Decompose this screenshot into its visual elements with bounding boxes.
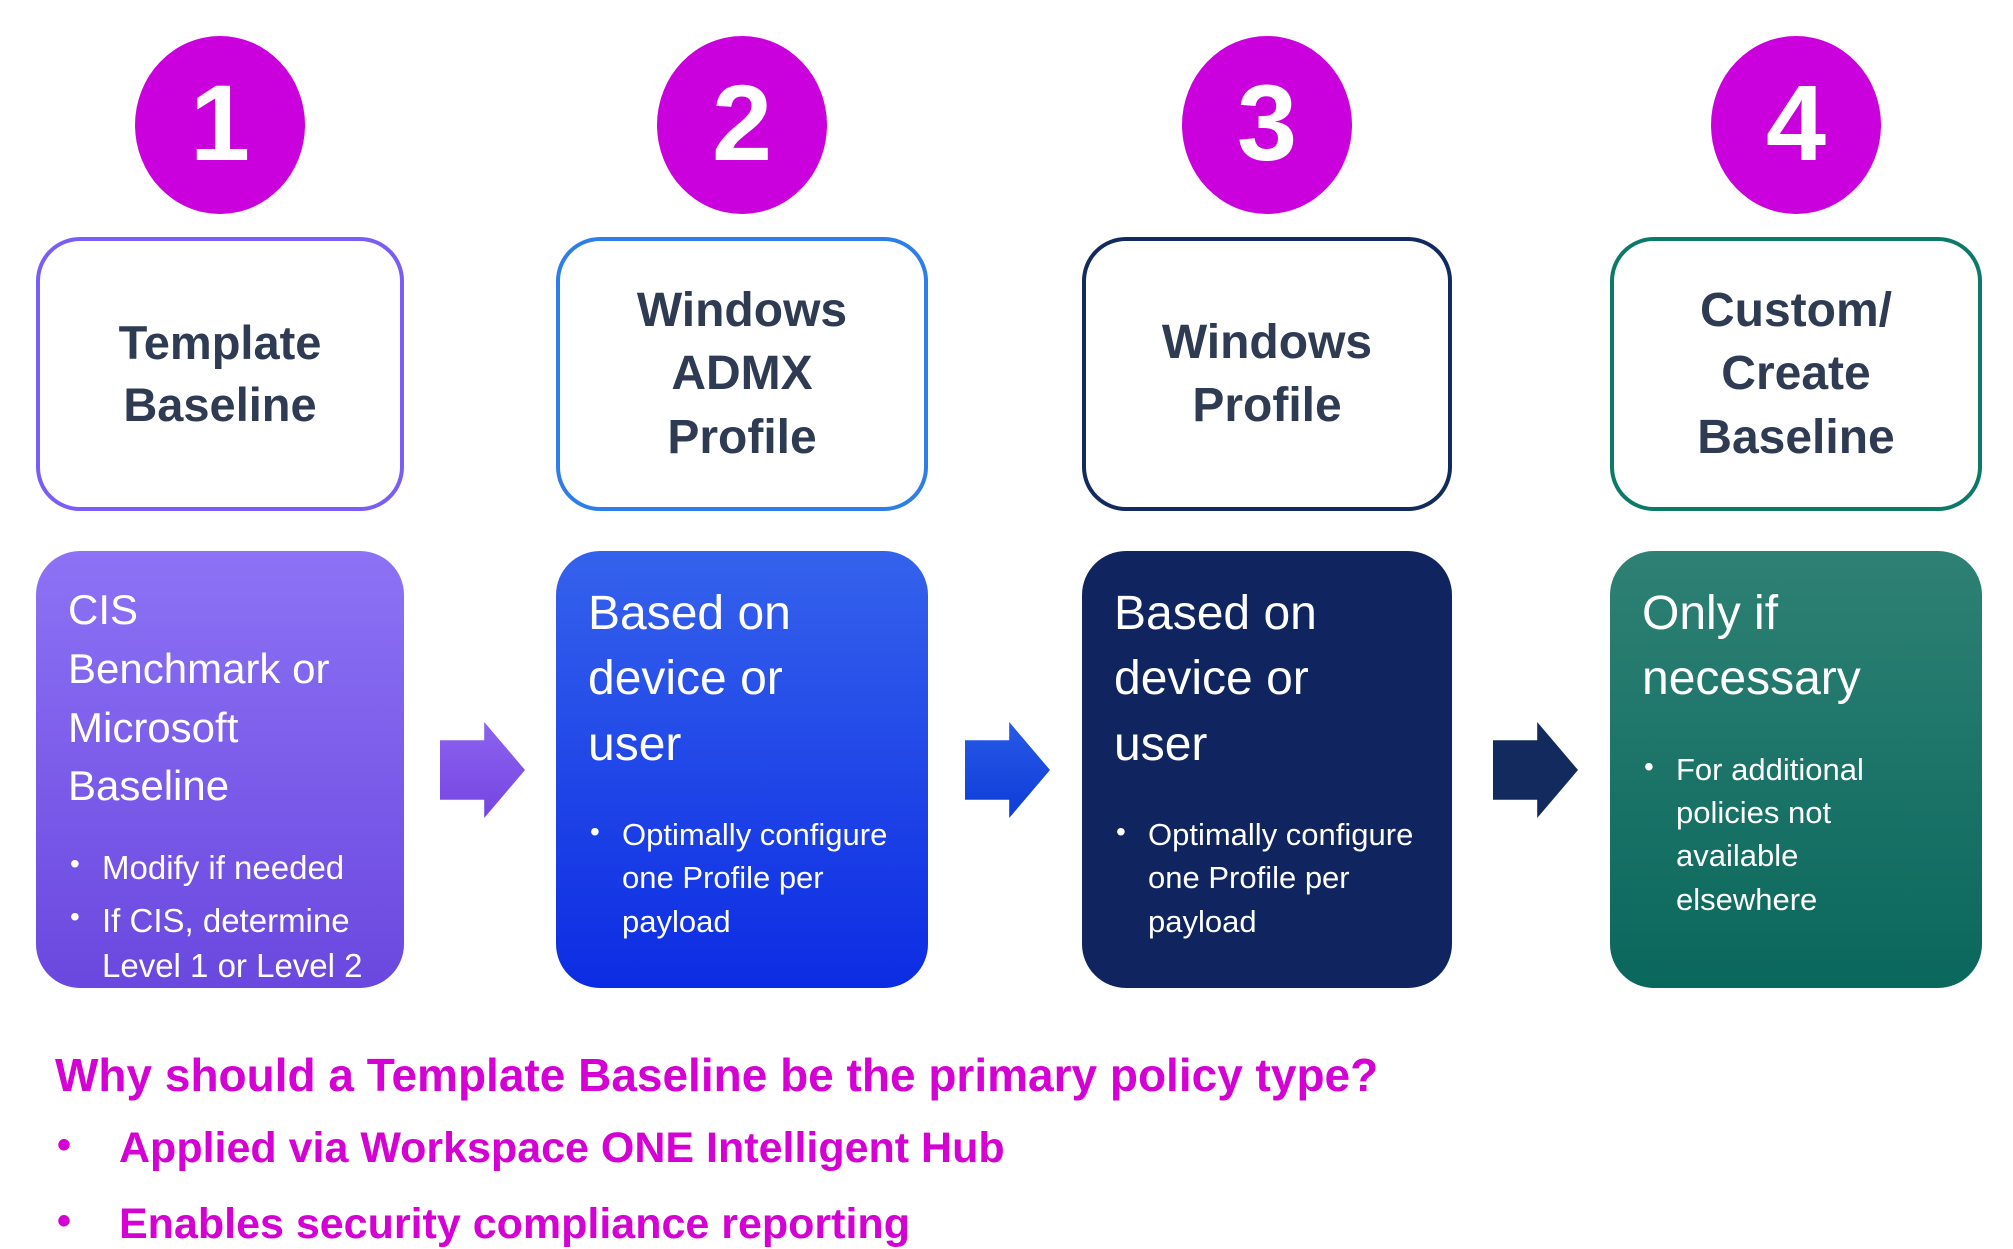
list-item: For additional policies not available el… [1642,747,1948,922]
list-item: If CIS, determine Level 1 or Level 2 [68,898,370,989]
step-3-card-title: Based on device or user [1114,587,1317,771]
step-4-detail-card: Only if necessary For additional policie… [1610,551,1982,988]
list-item: Optimally configure one Profile per payl… [588,812,894,943]
step-column-2: 2 Windows ADMX Profile Based on device o… [556,0,928,1000]
flow-arrow-icon [965,722,1050,818]
list-item: Enables security compliance reporting [55,1197,1955,1249]
step-4-bullet-list: For additional policies not available el… [1642,747,1948,922]
step-column-3: 3 Windows Profile Based on device or use… [1082,0,1452,1000]
step-1-number-badge: 1 [135,36,305,214]
step-3-number-badge: 3 [1182,36,1352,214]
step-4-title-card: Custom/ Create Baseline [1610,237,1982,511]
step-2-title-card: Windows ADMX Profile [556,237,928,511]
step-3-title: Windows Profile [1161,315,1373,432]
step-2-detail-card: Based on device or user Optimally config… [556,551,928,988]
flow-arrow-icon [1493,722,1578,818]
list-item: Modify if needed [68,845,370,891]
step-1-bullet-list: Modify if needed If CIS, determine Level… [68,845,370,989]
step-4-card-title: Only if necessary [1642,587,1861,706]
step-column-4: 4 Custom/ Create Baseline Only if necess… [1610,0,1982,1000]
step-4-title: Custom/ Create Baseline [1697,283,1895,464]
step-3-number: 3 [1236,62,1298,183]
step-1-title-card: Template Baseline [36,237,404,511]
step-1-detail-card: CIS Benchmark or Microsoft Baseline Modi… [36,551,404,988]
list-item: Applied via Workspace ONE Intelligent Hu… [55,1121,1955,1175]
step-3-detail-card: Based on device or user Optimally config… [1082,551,1452,988]
step-2-number-badge: 2 [657,36,827,214]
step-2-number: 2 [711,62,773,183]
step-3-title-card: Windows Profile [1082,237,1452,511]
step-3-bullet-list: Optimally configure one Profile per payl… [1114,812,1418,943]
footer-heading: Why should a Template Baseline be the pr… [55,1049,1379,1101]
step-2-bullet-list: Optimally configure one Profile per payl… [588,812,894,943]
step-2-card-title: Based on device or user [588,587,791,771]
step-2-title: Windows ADMX Profile [636,283,848,464]
footer-bullet-list: Applied via Workspace ONE Intelligent Hu… [55,1121,1955,1249]
step-column-1: 1 Template Baseline CIS Benchmark or Mic… [36,0,404,1000]
step-1-title: Template Baseline [118,315,322,431]
list-item: Optimally configure one Profile per payl… [1114,812,1418,943]
step-4-number: 4 [1765,62,1827,183]
step-1-number: 1 [189,62,251,183]
flow-arrow-icon [440,722,525,818]
footer-note: Why should a Template Baseline be the pr… [55,1048,1955,1249]
step-4-number-badge: 4 [1711,36,1881,214]
step-1-card-title: CIS Benchmark or Microsoft Baseline [68,586,330,810]
